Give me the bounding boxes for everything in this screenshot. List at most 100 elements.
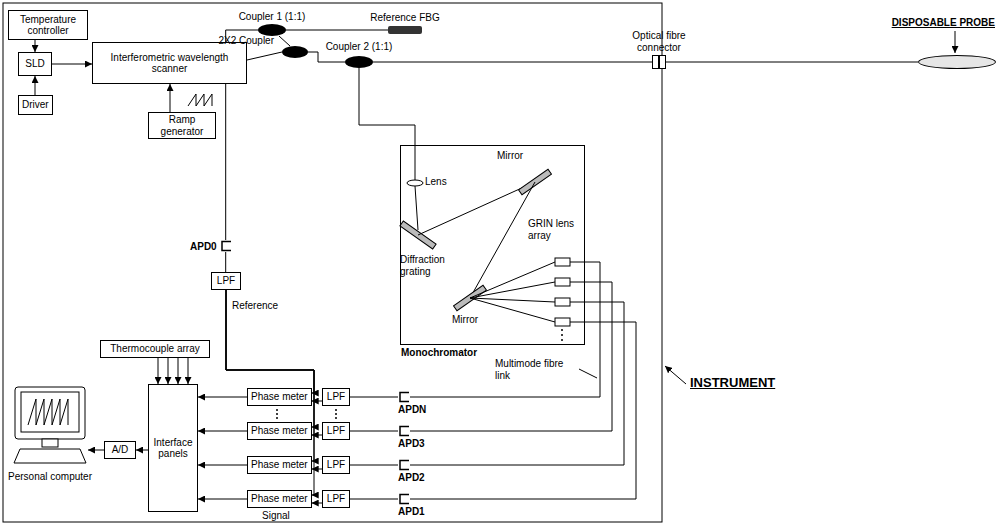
fibre-connector-line	[35, 76, 36, 95]
process-box: Thermocouple array	[100, 340, 210, 358]
process-box: Interferometric wavelength scanner	[92, 42, 247, 84]
part-label: Monochromator	[401, 347, 477, 359]
box-label: Thermocouple array	[110, 343, 199, 355]
fibre-connector-line	[247, 52, 282, 60]
box-label: Driver	[22, 99, 49, 111]
process-box: LPF	[322, 388, 350, 406]
box-label: SLD	[25, 58, 44, 70]
fibre-connector-line	[410, 262, 600, 397]
box-label: Phase meter	[251, 425, 308, 437]
photodetector: APD2	[398, 459, 425, 483]
box-label: A/D	[112, 444, 129, 456]
process-box: LPF	[211, 272, 241, 290]
fibre-coupler: Coupler 1 (1:1)	[258, 24, 286, 36]
process-box: Phase meter	[247, 456, 312, 474]
box-label: Temperature controller	[12, 14, 84, 37]
fibre-connector-line	[226, 290, 314, 427]
detector-label: APD1	[398, 506, 425, 517]
ramp-waveform	[188, 94, 212, 106]
fibre-connector-line	[350, 431, 398, 432]
fibre-connector-line	[350, 397, 398, 398]
monitor-drawing	[12, 385, 88, 467]
annotation-label: Diffraction grating	[400, 254, 460, 277]
fibre-connector-line	[373, 62, 652, 63]
fibre-connector-line	[279, 36, 290, 46]
fibre-connector-line	[308, 52, 345, 62]
part-label: Optical fibre connector	[623, 30, 695, 53]
part-label: Coupler 1 (1:1)	[239, 11, 306, 23]
process-box: LPF	[322, 422, 350, 440]
annotation-label: Mirror	[497, 150, 523, 162]
fibre-connector-line	[410, 302, 624, 465]
box-label: Phase meter	[251, 391, 308, 403]
fibre-connector-line	[188, 358, 189, 384]
fibre-connector-line	[88, 450, 104, 451]
process-box: LPF	[322, 490, 350, 508]
box-label: LPF	[327, 459, 345, 471]
monochromator-optics	[400, 145, 585, 326]
part-label: Personal computer	[8, 471, 92, 483]
detector-label: APD2	[398, 472, 425, 483]
detector-label: APDN	[398, 404, 426, 415]
leader-line	[579, 369, 597, 378]
detector-symbol	[398, 425, 410, 437]
box-label: LPF	[327, 425, 345, 437]
fibre-connector-line	[226, 290, 314, 495]
box-label: LPF	[327, 391, 345, 403]
leader-line	[665, 366, 686, 384]
process-box: Phase meter	[247, 490, 312, 508]
process-box: Temperature controller	[8, 10, 88, 40]
part-label: 2X2 Coupler	[218, 35, 274, 47]
fibre-connector-line	[666, 62, 918, 63]
fibre-connector-line	[312, 401, 322, 402]
process-box: Ramp generator	[148, 112, 216, 139]
part-label: Coupler 2 (1:1)	[326, 41, 393, 53]
fibre-connector-line	[312, 469, 322, 470]
detector-label: APD0	[190, 241, 217, 252]
process-box: Phase meter	[247, 422, 312, 440]
annotation-label: Signal	[262, 510, 290, 522]
fibre-connector-line	[168, 358, 169, 384]
part-label: Reference FBG	[370, 12, 439, 24]
process-box: SLD	[18, 52, 52, 76]
fibre-coupler: Coupler 2 (1:1)	[345, 56, 373, 68]
box-label: LPF	[217, 275, 235, 287]
annotation-label: Lens	[425, 176, 447, 188]
fibre-connector-line	[198, 465, 247, 466]
fibre-connector-line	[35, 40, 36, 52]
annotation-label: INSTRUMENT	[690, 376, 775, 391]
process-box: A/D	[104, 441, 136, 459]
leader-line	[955, 31, 956, 53]
photodetector: APD1	[398, 493, 425, 517]
fibre-connector-line	[178, 358, 179, 384]
fibre-connector-line	[170, 84, 171, 112]
annotation-label: GRIN lens array	[528, 218, 583, 241]
annotation-label: Mirror	[452, 314, 478, 326]
fibre-connector-line	[312, 503, 322, 504]
detector-symbol	[398, 493, 410, 505]
annotation-label: Reference	[232, 300, 278, 312]
fibre-connector-line	[226, 290, 314, 393]
detector-label: APD3	[398, 438, 425, 449]
box-label: Phase meter	[251, 493, 308, 505]
annotation-label: Multimode fibre link	[495, 358, 577, 381]
instrument-outline	[3, 3, 662, 522]
monochromator-housing: Monochromator	[400, 145, 585, 345]
photodetector: APD3	[398, 425, 425, 449]
box-label: Ramp generator	[152, 114, 212, 137]
fibre-connector-line	[350, 499, 398, 500]
fibre-connector-line	[158, 358, 159, 384]
part-label: DISPOSABLE PROBE	[892, 17, 995, 29]
process-box: Interface panels	[148, 384, 198, 512]
fibre-connector-line	[312, 435, 322, 436]
computer-monitor: Personal computer	[12, 385, 88, 467]
fibre-connector-line	[52, 64, 92, 65]
fibre-connector: Optical fibre connector	[652, 55, 666, 69]
fibre-connector-line	[226, 290, 314, 461]
photodetector: APDN	[398, 391, 426, 415]
fibre-connector-line	[198, 499, 247, 500]
fibre-connector-line	[286, 30, 388, 31]
box-label: LPF	[327, 493, 345, 505]
process-box: Driver	[18, 95, 53, 115]
